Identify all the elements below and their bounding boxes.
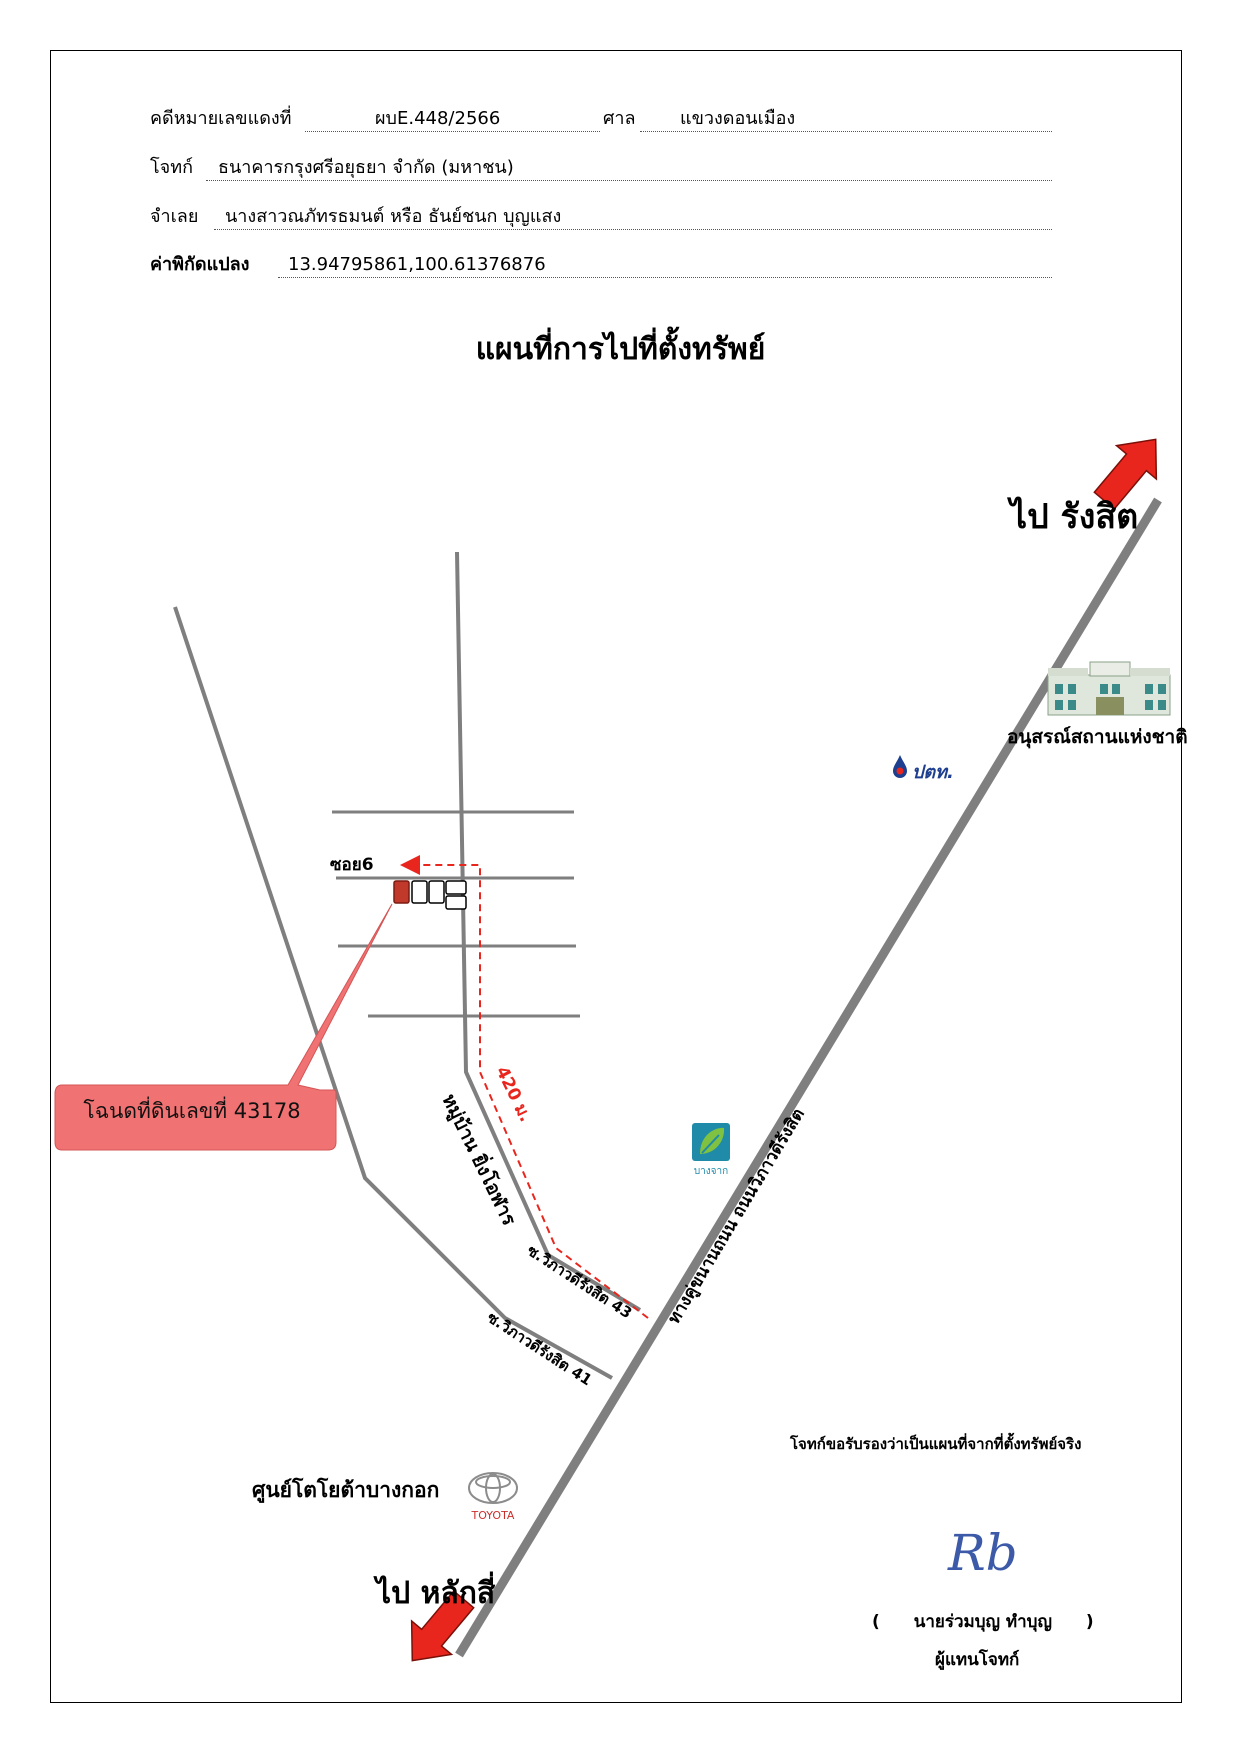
court-label: ศาล xyxy=(603,108,636,129)
label-highway: ทางคู่ขนานถนน ถนนวิภาวดีรังสิต xyxy=(663,1105,809,1329)
coord-line xyxy=(278,277,1052,278)
house-1 xyxy=(411,880,428,904)
signer-role: ผู้แทนโจทก์ xyxy=(935,1650,1020,1670)
defendant-label: จำเลย xyxy=(150,206,199,227)
plaintiff-line xyxy=(206,180,1052,181)
signer-name-line: ( นายร่วมบุญ ทำบุญ ) xyxy=(858,1608,1108,1635)
label-monument: อนุสรณ์สถานแห่งชาติ xyxy=(1007,726,1188,749)
signer-name: นายร่วมบุญ ทำบุญ xyxy=(913,1612,1052,1632)
soi41-road xyxy=(173,606,613,1380)
label-soi6: ซอย6 xyxy=(330,855,374,875)
coord-value: 13.94795861,100.61376876 xyxy=(288,254,546,275)
paren-open: ( xyxy=(872,1612,880,1632)
label-soi41: ซ.วิภาวดีรังสิต 41 xyxy=(484,1308,595,1389)
plaintiff-label: โจทก์ xyxy=(150,157,193,178)
case-number: ผบE.448/2566 xyxy=(375,108,501,129)
certify-statement: โจทก์ขอรับรองว่าเป็นแผนที่จากที่ตั้งทรัพ… xyxy=(790,1435,1082,1453)
page-title: แผนที่การไปที่ตั้งทรัพย์ xyxy=(475,332,766,367)
ptt-logo-text: ปตท. xyxy=(912,762,954,783)
toyota-logo-icon xyxy=(468,1472,518,1504)
house-3 xyxy=(445,880,467,895)
house-2 xyxy=(428,880,445,904)
defendant-name: นางสาวณภัทรธมนต์ หรือ ธันย์ชนก บุญแสง xyxy=(225,206,562,227)
bangchak-logo-icon xyxy=(692,1123,730,1161)
label-soi43: ซ.วิภาวดีรังสิต 43 xyxy=(524,1241,635,1322)
plaintiff-name: ธนาคารกรุงศรีอยุธยา จำกัด (มหาชน) xyxy=(218,157,514,178)
toyota-logo-text: TOYOTA xyxy=(471,1509,515,1522)
ptt-logo-icon xyxy=(893,755,907,778)
monument-icon xyxy=(1047,661,1171,716)
paren-close: ) xyxy=(1085,1612,1094,1632)
label-to-laksi: ไป หลักสี่ xyxy=(373,1571,496,1611)
property-marker xyxy=(393,880,410,904)
page-frame xyxy=(50,50,1182,1703)
route-line xyxy=(400,855,649,1319)
coord-label: ค่าพิกัดแปลง xyxy=(150,254,250,275)
signature-mark: Rb xyxy=(947,1524,1018,1582)
label-toyota-center: ศูนย์โตโยต้าบางกอก xyxy=(252,1477,439,1504)
label-distance: 420 ม. xyxy=(492,1063,536,1125)
arrow-to-laksi xyxy=(410,1589,475,1662)
label-to-rangsit: ไป รังสิต xyxy=(1007,496,1138,537)
court-name-line xyxy=(640,131,1052,132)
highway-road xyxy=(455,497,1162,1658)
deed-callout-shape xyxy=(54,903,393,1151)
bangchak-logo-text: บางจาก xyxy=(694,1166,728,1177)
defendant-line xyxy=(214,229,1052,230)
case-label: คดีหมายเลขแดงที่ xyxy=(150,108,292,129)
deed-callout-label: โฉนดที่ดินเลขที่ 43178 xyxy=(83,1099,301,1123)
court-name: แขวงดอนเมือง xyxy=(680,108,796,129)
arrow-to-rangsit xyxy=(1093,438,1158,511)
house-4 xyxy=(445,895,467,910)
case-number-line xyxy=(305,131,600,132)
